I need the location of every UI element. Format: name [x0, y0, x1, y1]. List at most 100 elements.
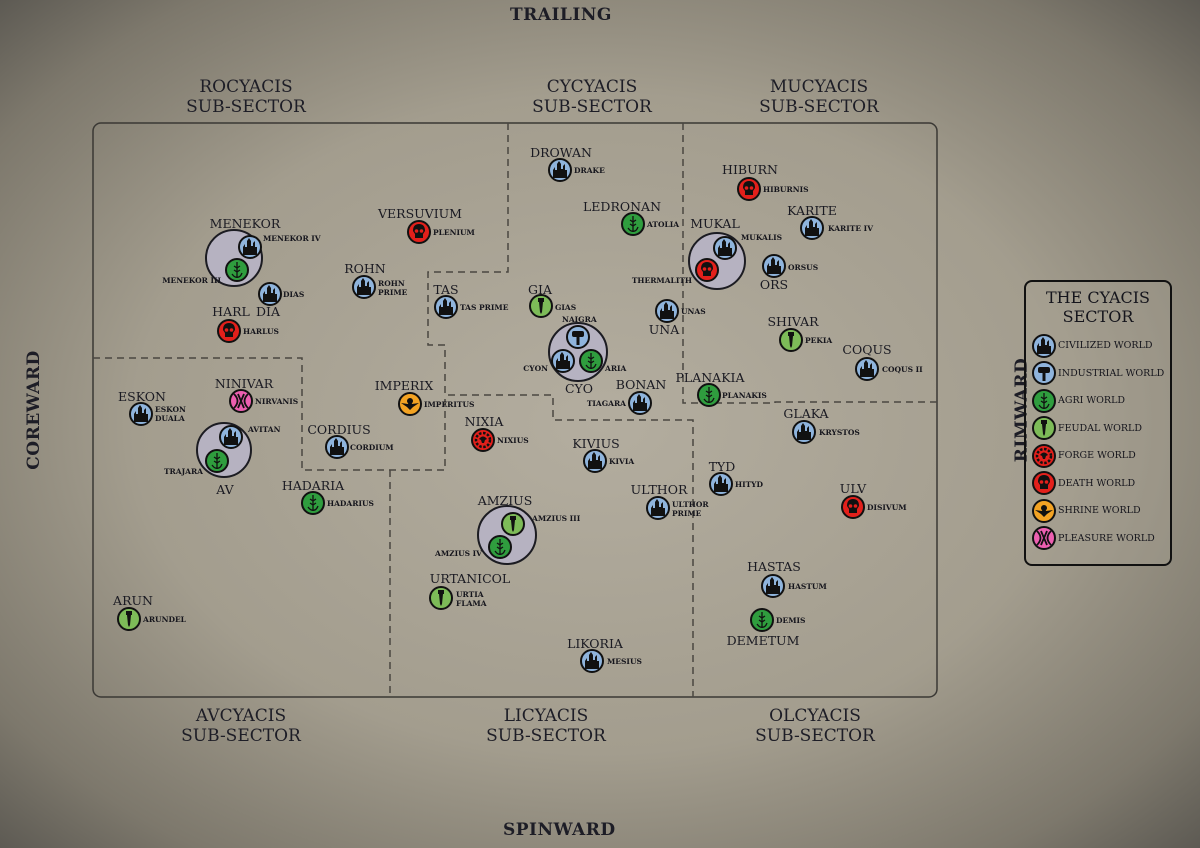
civilized-world-icon[interactable] [434, 295, 458, 319]
planet-label: HIBURNIS [763, 185, 809, 194]
system-name: TYD [708, 459, 736, 474]
civilized-world-icon[interactable] [646, 496, 670, 520]
subsector-suffix: SUB-SECTOR [759, 97, 879, 117]
system-name: MUKAL [690, 216, 740, 231]
planet-label: ORSUS [788, 263, 819, 272]
planet-label: MENEKOR IV [263, 234, 321, 243]
industrial-world-icon [1032, 361, 1056, 386]
civilized-world-icon[interactable] [129, 402, 153, 426]
system-name: CYO [564, 381, 594, 396]
civilized-world-icon[interactable] [551, 349, 575, 373]
forge-world-icon[interactable] [471, 428, 495, 452]
planet-label: THERMALITH [631, 276, 692, 285]
feudal-world-icon [1032, 416, 1056, 441]
civilized-world-icon[interactable] [583, 449, 607, 473]
civilized-world-icon[interactable] [761, 574, 785, 598]
system-name: CORDIUS [307, 422, 371, 437]
subsector-suffix: SUB-SECTOR [532, 97, 652, 117]
planet-label: HASTUM [788, 582, 827, 591]
agri-world-icon[interactable] [579, 349, 603, 373]
system-name: ULTHOR [630, 482, 688, 497]
direction-spinward: SPINWARD [503, 820, 616, 840]
death-world-icon[interactable] [695, 258, 719, 282]
civilized-world-icon[interactable] [548, 158, 572, 182]
system-name: HASTAS [747, 559, 801, 574]
feudal-world-icon[interactable] [501, 512, 525, 536]
planet-label: ARUNDEL [143, 615, 186, 624]
death-world-icon[interactable] [737, 177, 761, 201]
system-name: COQUS [842, 342, 892, 357]
death-world-icon[interactable] [841, 495, 865, 519]
system-name: HARL [212, 304, 250, 319]
planet-label: KARITE IV [828, 224, 874, 233]
civilized-world-icon[interactable] [655, 299, 679, 323]
planet-label: AMZIUS III [532, 514, 581, 523]
planet-label: TAS PRIME [460, 303, 509, 312]
agri-world-icon[interactable] [205, 449, 229, 473]
civilized-world-icon[interactable] [792, 420, 816, 444]
feudal-world-icon[interactable] [117, 607, 141, 631]
subsector-suffix: SUB-SECTOR [755, 726, 875, 746]
feudal-world-icon[interactable] [529, 294, 553, 318]
subsector-name: OLCYACIS [769, 706, 861, 726]
planet-label: IMPERITUS [424, 400, 475, 409]
legend-item-pleasure: PLEASURE WORLD [1026, 525, 1170, 553]
civilized-world-icon[interactable] [219, 425, 243, 449]
civilized-world-icon[interactable] [713, 236, 737, 260]
system-name: SHIVAR [767, 314, 819, 329]
agri-world-icon[interactable] [301, 491, 325, 515]
direction-coreward: COREWARD [23, 350, 44, 470]
death-world-icon[interactable] [407, 220, 431, 244]
subsector-suffix: SUB-SECTOR [181, 726, 301, 746]
civilized-world-icon[interactable] [855, 357, 879, 381]
civilized-world-icon[interactable] [238, 235, 262, 259]
civilized-world-icon[interactable] [762, 254, 786, 278]
feudal-world-icon[interactable] [779, 328, 803, 352]
planet-label: DIAS [283, 290, 305, 299]
subsector-name: AVCYACIS [195, 706, 287, 726]
civilized-world-icon[interactable] [709, 472, 733, 496]
civilized-world-icon[interactable] [800, 216, 824, 240]
planet-label: CYON [523, 364, 548, 373]
system-name: ARUN [113, 593, 153, 608]
legend-label: FEUDAL WORLD [1058, 422, 1142, 434]
death-world-icon[interactable] [217, 319, 241, 343]
system-name: ROHN [344, 261, 386, 276]
pleasure-world-icon[interactable] [229, 389, 253, 413]
civilized-world-icon[interactable] [628, 391, 652, 415]
civilized-world-icon[interactable] [580, 649, 604, 673]
civilized-world-icon[interactable] [258, 282, 282, 306]
planet-label: TIAGARA [586, 399, 626, 408]
civilized-world-icon[interactable] [325, 435, 349, 459]
system-name: LEDRONAN [582, 199, 662, 214]
planet-label: KIVIA [609, 457, 635, 466]
planet-label: KRYSTOS [819, 428, 860, 437]
planet-label: HADARIUS [327, 499, 374, 508]
agri-world-icon[interactable] [697, 383, 721, 407]
subsector-suffix: SUB-SECTOR [486, 726, 606, 746]
industrial-world-icon[interactable] [566, 325, 590, 349]
feudal-world-icon[interactable] [429, 586, 453, 610]
system-name: DROWAN [530, 145, 592, 160]
agri-world-icon[interactable] [750, 608, 774, 632]
planet-label: PLANAKIS [722, 391, 767, 400]
pleasure-world-icon [1032, 526, 1056, 551]
civilized-world-icon[interactable] [352, 275, 376, 299]
agri-world-icon[interactable] [488, 535, 512, 559]
shrine-world-icon[interactable] [398, 392, 422, 416]
agri-world-icon[interactable] [621, 212, 645, 236]
agri-world-icon[interactable] [225, 258, 249, 282]
planet-label: ATOLIA [647, 220, 680, 229]
system-name: MENEKOR [209, 216, 281, 231]
planet-label: DRAKE [574, 166, 605, 175]
system-name: HIBURN [722, 162, 778, 177]
legend-item-feudal: FEUDAL WORLD [1026, 415, 1170, 443]
planet-label: TRAJARA [163, 467, 203, 476]
planet-label: AMZIUS IV [435, 549, 482, 558]
legend-label: PLEASURE WORLD [1058, 532, 1155, 544]
system-name: ORS [759, 277, 789, 292]
system-name: ULV [839, 481, 867, 496]
